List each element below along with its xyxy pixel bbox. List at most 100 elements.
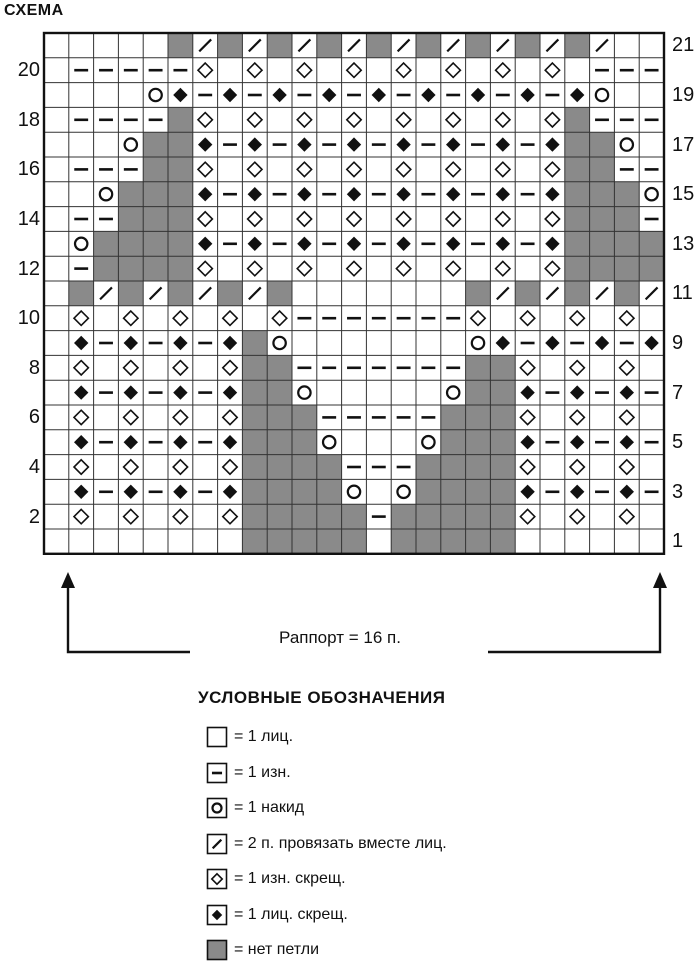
arrow-up-icon <box>61 572 75 588</box>
row-number: 4 <box>28 456 40 478</box>
stitch-twisted-knit <box>545 187 560 202</box>
stitch-no-stitch <box>118 206 144 232</box>
row-number: 8 <box>28 356 40 379</box>
stitch-no-stitch <box>316 454 342 480</box>
stitch-k2tog <box>248 38 262 53</box>
stitch-twisted-purl <box>296 210 313 228</box>
stitch-k2tog <box>545 286 560 301</box>
stitch-no-stitch <box>292 504 317 529</box>
stitch-no-stitch <box>267 33 292 58</box>
stitch-no-stitch <box>168 181 193 207</box>
stitch-no-stitch <box>242 429 268 455</box>
purl-icon <box>206 762 228 783</box>
stitch-twisted-purl <box>296 111 313 129</box>
stitch-twisted-purl <box>444 111 462 129</box>
row-number: 9 <box>672 332 684 354</box>
stitch-twisted-purl <box>444 161 462 178</box>
chart-row <box>74 479 659 505</box>
row-number: 15 <box>672 183 695 206</box>
row-number: 11 <box>672 282 693 305</box>
stitch-k2tog <box>148 286 163 301</box>
stitch-no-stitch <box>366 33 392 58</box>
legend-text: = 1 накид <box>234 799 305 816</box>
stitch-yo <box>148 87 163 103</box>
stitch-twisted-knit <box>123 335 138 351</box>
stitch-no-stitch <box>440 529 466 554</box>
stitch-no-stitch <box>490 355 516 381</box>
stitch-twisted-knit <box>446 187 461 202</box>
stitch-no-stitch <box>589 231 615 257</box>
stitch-twisted-purl <box>122 409 140 426</box>
stitch-no-stitch <box>242 504 268 529</box>
stitch-no-stitch <box>143 157 168 182</box>
stitch-twisted-purl <box>221 309 239 327</box>
stitch-twisted-knit <box>198 236 213 251</box>
stitch-twisted-purl <box>395 161 412 178</box>
stitch-no-stitch <box>614 281 640 306</box>
stitch-twisted-purl <box>122 458 140 476</box>
stitch-twisted-knit <box>470 87 486 103</box>
stitch-yo <box>619 137 635 152</box>
stitch-twisted-purl <box>72 359 90 377</box>
stitch-no-stitch <box>143 206 168 232</box>
chart-row <box>72 504 636 529</box>
stitch-twisted-purl <box>395 61 412 79</box>
chart-row <box>74 380 659 405</box>
stitch-no-stitch <box>242 454 268 480</box>
stitch-twisted-knit <box>222 87 238 103</box>
stitch-yo <box>98 186 114 202</box>
stitch-twisted-knit <box>495 236 510 251</box>
stitch-k2tog <box>644 286 659 301</box>
stitch-no-stitch <box>465 380 491 405</box>
stitch-twisted-purl <box>618 359 636 377</box>
stitch-no-stitch <box>564 281 590 306</box>
chart-row <box>72 309 636 327</box>
stitch-twisted-purl <box>196 260 214 277</box>
stitch-twisted-purl <box>494 260 512 277</box>
stitch-twisted-knit <box>371 87 386 103</box>
chart-row <box>74 429 659 455</box>
stitch-twisted-purl <box>72 309 90 327</box>
stitch-twisted-purl <box>544 260 561 277</box>
stitch-no-stitch <box>168 132 193 157</box>
stitch-twisted-purl <box>221 508 239 525</box>
stitch-k2tog <box>496 38 510 53</box>
stitch-twisted-purl <box>618 409 636 426</box>
stitch-twisted-purl <box>345 111 363 129</box>
k2tog-icon <box>206 833 228 854</box>
stitch-no-stitch <box>440 479 466 505</box>
knit-icon <box>206 726 228 748</box>
stitch-twisted-purl <box>618 309 636 327</box>
stitch-twisted-knit <box>495 137 510 152</box>
stitch-no-stitch <box>143 132 168 157</box>
stitch-no-stitch <box>118 181 144 207</box>
row-number: 12 <box>17 257 40 280</box>
stitch-twisted-knit <box>297 187 312 202</box>
stitch-no-stitch <box>440 429 466 455</box>
stitch-twisted-knit <box>173 335 188 351</box>
stitch-twisted-knit <box>198 187 213 202</box>
row-number: 13 <box>672 232 695 255</box>
chart-row <box>72 355 636 381</box>
stitch-twisted-knit <box>545 137 560 152</box>
stitch-twisted-purl <box>172 359 189 377</box>
row-number: 18 <box>17 108 40 131</box>
legend-text: = 2 п. провязать вместе лиц. <box>234 834 447 852</box>
knitting-chart <box>42 31 667 654</box>
stitch-no-stitch <box>143 231 168 257</box>
stitch-no-stitch <box>168 206 193 232</box>
stitch-twisted-knit <box>346 187 362 202</box>
stitch-no-stitch <box>564 181 590 207</box>
stitch-twisted-knit <box>396 137 411 152</box>
stitch-twisted-purl <box>568 359 586 377</box>
stitch-no-stitch <box>416 504 441 529</box>
row-number: 16 <box>17 158 40 181</box>
stitch-twisted-knit <box>297 236 312 251</box>
stitch-yo <box>594 87 610 103</box>
stitch-twisted-purl <box>568 409 586 426</box>
stitch-twisted-purl <box>246 111 264 129</box>
stitch-no-stitch <box>292 405 317 430</box>
stitch-no-stitch <box>614 256 640 281</box>
stitch-twisted-knit <box>74 335 89 351</box>
stitch-twisted-knit <box>272 87 287 103</box>
